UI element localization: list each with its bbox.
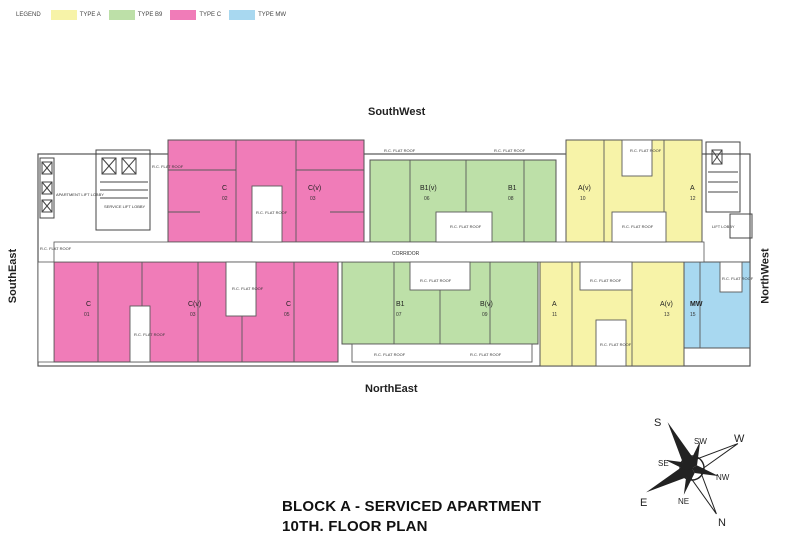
unit-type-top-1: C(v) [308, 185, 321, 192]
unit-num-bottom-7: 15 [690, 312, 696, 318]
lift-core-left [39, 149, 151, 231]
zone-bottom-type-c [53, 261, 339, 363]
rc-roof-label-6: R.C. FLAT ROOF [256, 210, 288, 215]
unit-type-bottom-2: C [286, 301, 291, 308]
rc-roof-label-15: R.C. FLAT ROOF [600, 342, 632, 347]
unit-num-top-3: 08 [508, 196, 514, 202]
unit-num-top-1: 03 [310, 196, 316, 202]
service-lift-lobby-label: SERVICE LIFT LOBBY [104, 204, 146, 209]
unit-type-top-2: B1(v) [420, 185, 437, 192]
unit-type-bottom-4: B(v) [480, 301, 493, 308]
compass-sw: SW [694, 437, 707, 446]
rc-roof-label-9: R.C. FLAT ROOF [590, 278, 622, 283]
compass-ne: NE [678, 497, 689, 506]
compass-se: SE [658, 459, 669, 468]
plan-title-line-1: BLOCK A - SERVICED APARTMENT [282, 498, 542, 515]
unit-type-bottom-1: C(v) [188, 301, 201, 308]
unit-type-bottom-3: B1 [396, 301, 405, 308]
direction-bottom-label: NorthEast [365, 383, 418, 395]
unit-num-bottom-5: 11 [552, 312, 557, 318]
unit-num-bottom-1: 03 [190, 312, 196, 318]
rc-roof-label-3: R.C. FLAT ROOF [494, 148, 526, 153]
compass-n: N [718, 517, 726, 529]
direction-top-label: SouthWest [368, 106, 426, 118]
unit-num-top-2: 06 [424, 196, 430, 202]
legend-label: LEGEND [16, 12, 41, 18]
left-service-area [37, 261, 55, 363]
unit-type-top-5: A [690, 185, 695, 192]
apartment-lift-lobby-label: APARTMENT LIFT LOBBY [56, 192, 104, 197]
legend-swatch-type-a [50, 10, 77, 20]
lift-lobby-label: LIFT LOBBY [712, 224, 735, 229]
unit-type-bottom-6: A(v) [660, 301, 673, 308]
legend-item-type-a: TYPE A [50, 10, 101, 20]
legend-text-type-mw: TYPE MW [258, 12, 287, 18]
legend-swatch-type-b9 [108, 10, 135, 20]
legend-item-type-b9: TYPE B9 [108, 10, 163, 20]
unit-type-bottom-5: A [552, 301, 557, 308]
rc-roof-label-7: R.C. FLAT ROOF [40, 246, 72, 251]
compass-nw: NW [716, 473, 730, 482]
rc-roof-label-5: R.C. FLAT ROOF [622, 224, 654, 229]
unit-type-top-3: B1 [508, 185, 517, 192]
legend-item-type-c: TYPE C [170, 10, 221, 20]
rc-roof-label-11: R.C. FLAT ROOF [470, 352, 502, 357]
rc-roof-label-13: R.C. FLAT ROOF [232, 286, 264, 291]
legend-item-type-mw: TYPE MW [229, 10, 286, 20]
unit-num-bottom-6: 13 [664, 312, 670, 318]
unit-num-top-4: 10 [580, 196, 586, 202]
rc-roof-label-16: R.C. FLAT ROOF [722, 276, 754, 281]
rc-roof-label-14: R.C. FLAT ROOF [134, 332, 166, 337]
legend-text-type-b9: TYPE B9 [137, 12, 163, 18]
unit-num-bottom-4: 09 [482, 312, 488, 318]
lift-core-right [705, 141, 753, 239]
unit-num-bottom-3: 07 [396, 312, 402, 318]
legend-text-type-c: TYPE C [199, 12, 222, 18]
legend: LEGEND TYPE A TYPE B9 TYPE C TYPE MW [16, 10, 294, 20]
unit-type-bottom-7: MW [690, 301, 703, 308]
rc-roof-label-1: R.C. FLAT ROOF [152, 164, 184, 169]
compass-e: E [640, 497, 647, 509]
unit-num-bottom-0: 01 [84, 312, 90, 318]
rc-roof-label-4: R.C. FLAT ROOF [450, 224, 482, 229]
plan-title-line-2: 10TH. FLOOR PLAN [282, 518, 428, 535]
unit-num-bottom-2: 05 [284, 312, 290, 318]
building-outline [37, 153, 751, 367]
compass-w: W [734, 433, 745, 445]
rc-roof-label-10: R.C. FLAT ROOF [374, 352, 406, 357]
rc-roof-label-2: R.C. FLAT ROOF [384, 148, 416, 153]
rc-roof-label-8: R.C. FLAT ROOF [420, 278, 452, 283]
legend-swatch-type-c [170, 10, 197, 20]
corridor-label: CORRIDOR [392, 251, 420, 257]
unit-type-top-0: C [222, 185, 227, 192]
legend-text-type-a: TYPE A [79, 12, 101, 18]
unit-type-bottom-0: C [86, 301, 91, 308]
legend-swatch-type-mw [229, 10, 256, 20]
compass-rose-icon: S SW W SE NW E NE N [640, 417, 745, 529]
unit-num-top-0: 02 [222, 196, 228, 202]
rc-roof-label-12: R.C. FLAT ROOF [630, 148, 662, 153]
partition-lines [97, 139, 743, 367]
compass-s: S [654, 417, 661, 429]
unit-type-top-4: A(v) [578, 185, 591, 192]
unit-num-top-5: 12 [690, 196, 696, 202]
corridor [53, 241, 705, 263]
